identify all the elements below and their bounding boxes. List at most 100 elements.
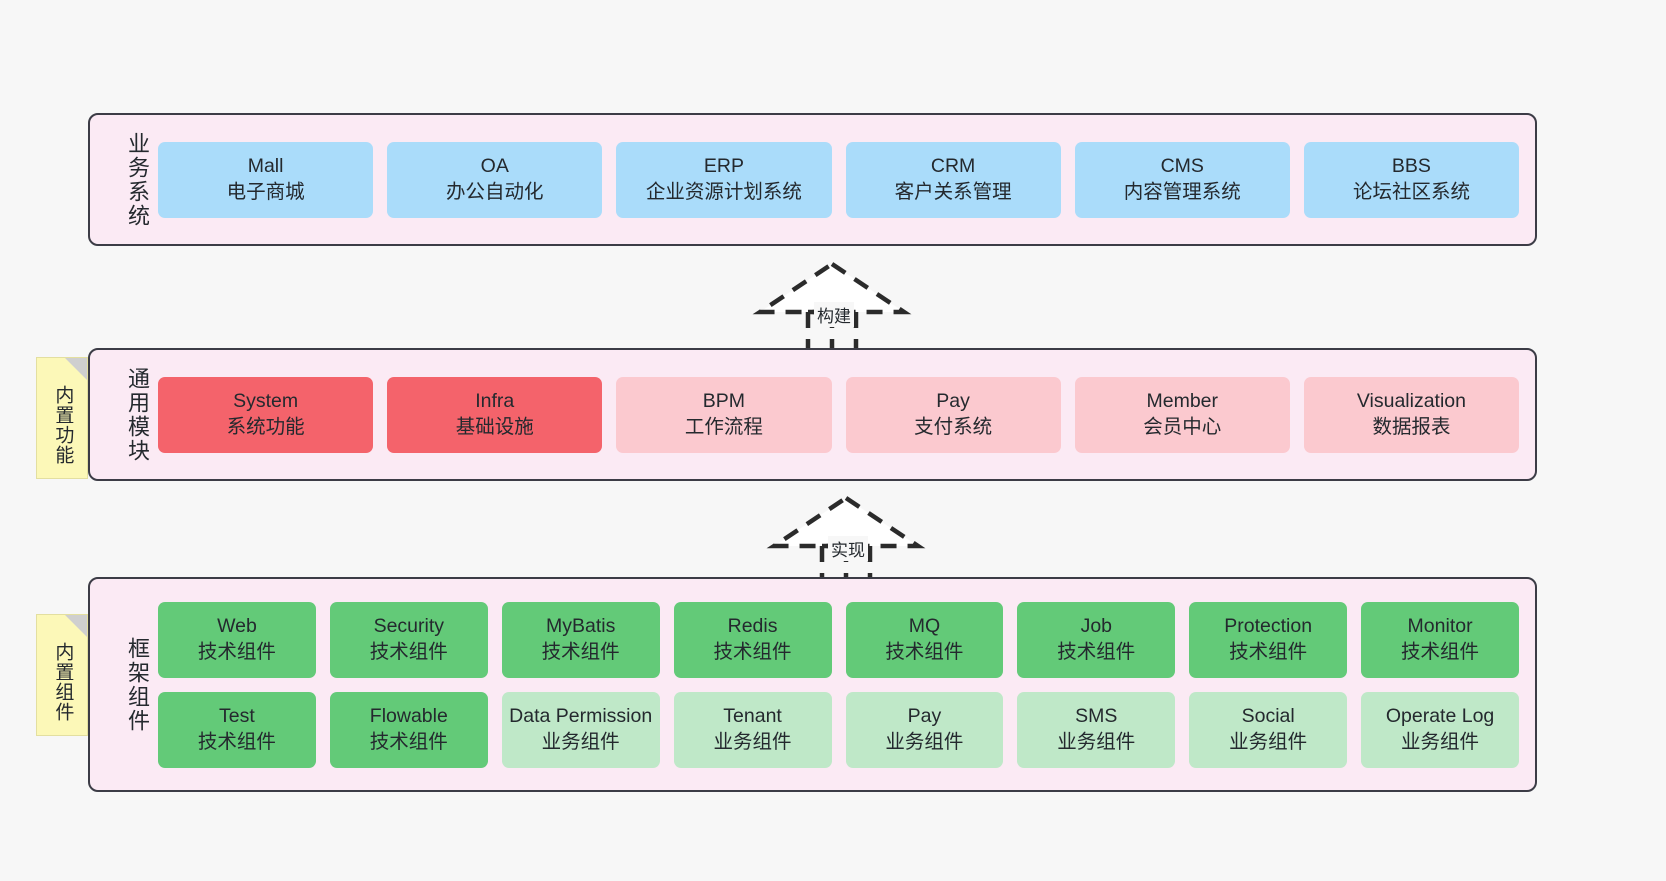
note-label: 内置组件	[52, 642, 74, 722]
card-subtitle: 技术组件	[197, 730, 276, 753]
card-bbs[interactable]: BBS 论坛社区系统	[1303, 141, 1520, 218]
card-title: System	[233, 390, 299, 413]
card-title: Mall	[247, 155, 284, 178]
card-subtitle: 技术组件	[713, 640, 792, 663]
card-subtitle: 业务组件	[1401, 730, 1480, 753]
card-data-permission[interactable]: Data Permission 业务组件	[501, 691, 660, 768]
card-subtitle: 企业资源计划系统	[645, 180, 802, 203]
card-subtitle: 客户关系管理	[894, 180, 1012, 203]
card-title: Tenant	[723, 705, 782, 728]
card-title: Visualization	[1356, 390, 1467, 413]
folded-corner-icon	[65, 615, 87, 637]
card-pay-module[interactable]: Pay 支付系统	[845, 376, 1061, 453]
card-subtitle: 技术组件	[885, 640, 964, 663]
card-title: SMS	[1075, 705, 1118, 728]
card-subtitle: 技术组件	[197, 640, 276, 663]
hollow-triangle-arrowhead	[752, 261, 912, 315]
layer-title-framework-components: 框架组件	[125, 636, 150, 733]
card-tenant[interactable]: Tenant 业务组件	[673, 691, 832, 768]
card-title: Social	[1241, 705, 1295, 728]
card-title: MyBatis	[546, 615, 616, 638]
card-subtitle: 业务组件	[541, 730, 620, 753]
card-grid-business-systems: Mall 电子商城 OA 办公自动化 ERP 企业资源计划系统 CRM 客户关系…	[150, 141, 1535, 218]
card-subtitle: 技术组件	[541, 640, 620, 663]
card-security[interactable]: Security 技术组件	[329, 601, 488, 678]
hollow-triangle-arrowhead	[766, 495, 926, 549]
card-sms[interactable]: SMS 业务组件	[1017, 691, 1176, 768]
card-web[interactable]: Web 技术组件	[158, 601, 316, 678]
card-oa[interactable]: OA 办公自动化	[387, 141, 603, 218]
card-title: CRM	[930, 155, 976, 178]
card-title: Member	[1146, 390, 1219, 413]
card-erp[interactable]: ERP 企业资源计划系统	[616, 141, 832, 218]
card-mall[interactable]: Mall 电子商城	[158, 141, 374, 218]
card-flowable[interactable]: Flowable 技术组件	[329, 691, 488, 768]
card-title: Flowable	[369, 705, 448, 728]
card-subtitle: 技术组件	[369, 640, 448, 663]
card-grid-common-modules: System 系统功能 Infra 基础设施 BPM 工作流程 Pay 支付系统…	[150, 376, 1535, 453]
card-bpm[interactable]: BPM 工作流程	[616, 376, 832, 453]
card-title: Protection	[1224, 615, 1313, 638]
card-infra[interactable]: Infra 基础设施	[387, 376, 603, 453]
card-mybatis[interactable]: MyBatis 技术组件	[501, 601, 660, 678]
card-title: BBS	[1391, 155, 1431, 178]
layer-title-common-modules: 通用模块	[125, 366, 150, 463]
card-title: Redis	[727, 615, 778, 638]
implement-arrow-label: 实现	[828, 536, 868, 561]
folded-corner-icon	[65, 358, 87, 380]
card-subtitle: 业务组件	[1057, 730, 1136, 753]
card-subtitle: 技术组件	[369, 730, 448, 753]
card-member[interactable]: Member 会员中心	[1074, 376, 1290, 453]
card-job[interactable]: Job 技术组件	[1017, 601, 1176, 678]
note-builtin-components: 内置组件	[36, 614, 88, 736]
card-visualization[interactable]: Visualization 数据报表	[1303, 376, 1520, 453]
layer-common-modules: 通用模块 System 系统功能 Infra 基础设施 BPM 工作流程 Pay…	[88, 348, 1537, 481]
card-system[interactable]: System 系统功能	[158, 376, 374, 453]
layer-framework-components: 框架组件 Web 技术组件 Security 技术组件 MyBatis 技术组件…	[88, 577, 1537, 792]
card-subtitle: 支付系统	[914, 415, 993, 438]
build-arrow: 构建	[752, 258, 912, 355]
card-subtitle: 论坛社区系统	[1352, 180, 1470, 203]
card-test[interactable]: Test 技术组件	[158, 691, 316, 768]
card-title: BPM	[702, 390, 746, 413]
card-subtitle: 基础设施	[455, 415, 534, 438]
card-title: Monitor	[1407, 615, 1473, 638]
card-subtitle: 办公自动化	[446, 180, 544, 203]
card-subtitle: 业务组件	[885, 730, 964, 753]
card-row: System 系统功能 Infra 基础设施 BPM 工作流程 Pay 支付系统…	[158, 376, 1520, 453]
card-row: Test 技术组件 Flowable 技术组件 Data Permission …	[158, 691, 1519, 768]
note-builtin-features: 内置功能	[36, 357, 88, 479]
card-title: Security	[373, 615, 445, 638]
card-title: ERP	[703, 155, 744, 178]
card-operate-log[interactable]: Operate Log 业务组件	[1361, 691, 1519, 768]
card-title: Operate Log	[1385, 705, 1495, 728]
card-crm[interactable]: CRM 客户关系管理	[845, 141, 1061, 218]
card-subtitle: 会员中心	[1143, 415, 1222, 438]
card-subtitle: 业务组件	[713, 730, 792, 753]
card-redis[interactable]: Redis 技术组件	[673, 601, 832, 678]
card-title: Web	[217, 615, 257, 638]
card-social[interactable]: Social 业务组件	[1189, 691, 1348, 768]
card-subtitle: 工作流程	[684, 415, 763, 438]
card-subtitle: 内容管理系统	[1123, 180, 1241, 203]
card-mq[interactable]: MQ 技术组件	[845, 601, 1004, 678]
card-subtitle: 业务组件	[1229, 730, 1308, 753]
card-title: Pay	[907, 705, 942, 728]
card-subtitle: 系统功能	[226, 415, 305, 438]
card-title: Data Permission	[509, 705, 653, 728]
card-row: Web 技术组件 Security 技术组件 MyBatis 技术组件 Redi…	[158, 601, 1519, 678]
card-protection[interactable]: Protection 技术组件	[1189, 601, 1348, 678]
card-subtitle: 电子商城	[226, 180, 305, 203]
card-monitor[interactable]: Monitor 技术组件	[1361, 601, 1519, 678]
card-title: Pay	[936, 390, 970, 413]
card-subtitle: 技术组件	[1057, 640, 1136, 663]
card-pay-component[interactable]: Pay 业务组件	[845, 691, 1004, 768]
card-title: Test	[219, 705, 255, 728]
card-cms[interactable]: CMS 内容管理系统	[1074, 141, 1290, 218]
note-label: 内置功能	[52, 385, 74, 465]
card-row: Mall 电子商城 OA 办公自动化 ERP 企业资源计划系统 CRM 客户关系…	[158, 141, 1520, 218]
card-subtitle: 技术组件	[1401, 640, 1480, 663]
card-title: OA	[480, 155, 509, 178]
card-title: Infra	[475, 390, 515, 413]
implement-arrow: 实现	[766, 492, 926, 589]
